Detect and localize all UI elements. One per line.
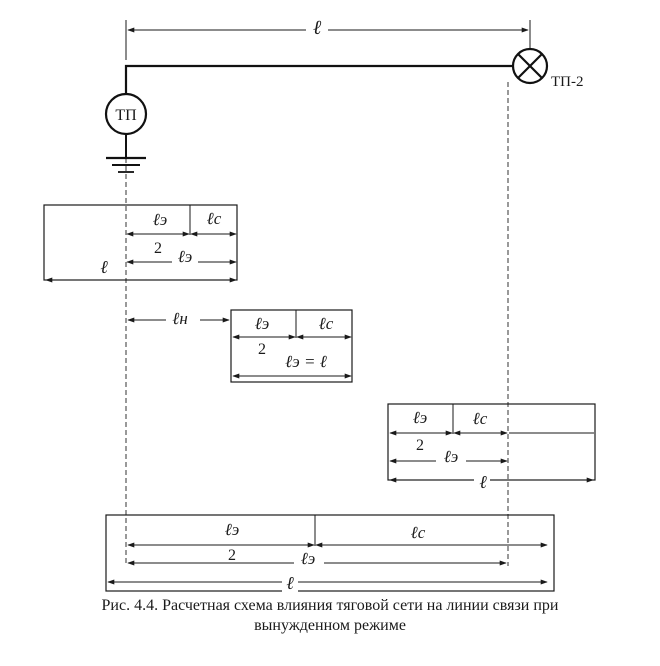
case-1-half-equiv-den: 2 — [154, 240, 162, 257]
caption-line-2: вынужденном режиме — [254, 617, 406, 634]
caption-line-1: Рис. 4.4. Расчетная схема влияния тягово… — [101, 597, 559, 614]
case-3-equiv-label: ℓэ — [444, 447, 459, 466]
case-3-total-label: ℓ — [479, 472, 487, 492]
top-length-dimension: ℓ — [125, 17, 531, 60]
figure-caption: Рис. 4.4. Расчетная схема влияния тягово… — [0, 596, 660, 636]
top-length-label: ℓ — [313, 17, 322, 39]
case-4-coupling-label: ℓc — [411, 523, 426, 542]
case-2-half-equiv-num: ℓэ — [255, 314, 270, 333]
substation-2-icon — [511, 47, 549, 85]
case-4-scheme: ℓэ 2 ℓc ℓэ ℓ — [105, 514, 555, 593]
ground-icon — [106, 156, 146, 173]
case-3-coupling-label: ℓc — [473, 409, 488, 428]
case-2-approach-label: ℓн — [172, 309, 188, 328]
case-4-total-label: ℓ — [286, 573, 294, 593]
case-4-half-equiv-num: ℓэ — [225, 520, 240, 539]
case-4-half-equiv-den: 2 — [228, 547, 236, 564]
case-2-coupling-label: ℓc — [319, 314, 334, 333]
substation-icon: ТП — [104, 92, 148, 136]
case-2-scheme: ℓн ℓэ 2 ℓc ℓэ = ℓ — [127, 308, 353, 383]
substation-2-label: ТП-2 — [551, 74, 584, 90]
case-1-half-equiv-num: ℓэ — [153, 210, 168, 229]
case-4-equiv-label: ℓэ — [301, 549, 316, 568]
case-1-equiv-label: ℓэ — [178, 247, 193, 266]
case-3-scheme: ℓэ 2 ℓc ℓэ ℓ — [387, 403, 596, 492]
case-2-equiv-equals-total: ℓэ = ℓ — [285, 352, 327, 371]
case-1-scheme: ℓэ 2 ℓc ℓэ ℓ — [43, 204, 238, 283]
substation-label: ТП — [115, 107, 137, 124]
case-3-half-equiv-num: ℓэ — [413, 408, 428, 427]
case-1-coupling-label: ℓc — [207, 209, 222, 228]
case-3-half-equiv-den: 2 — [416, 437, 424, 454]
case-2-half-equiv-den: 2 — [258, 341, 266, 358]
case-1-total-label: ℓ — [100, 257, 108, 277]
traction-line — [124, 64, 512, 94]
